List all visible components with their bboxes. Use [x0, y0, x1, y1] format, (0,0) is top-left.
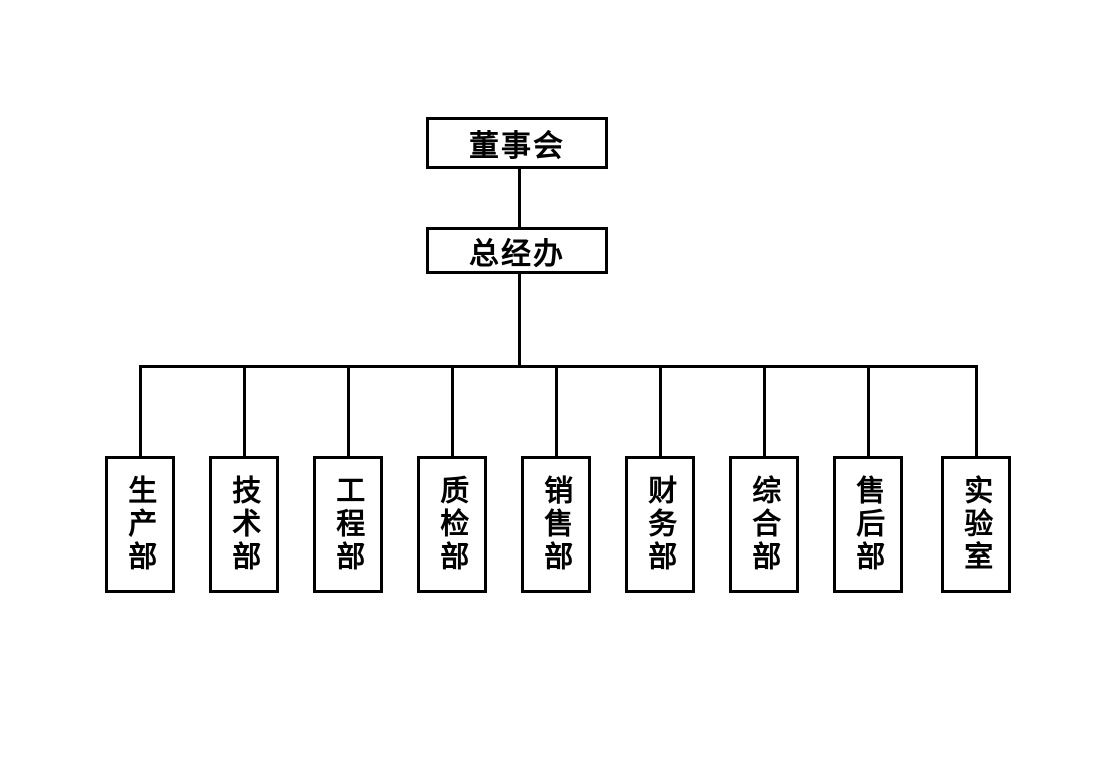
connector-drop-2	[243, 365, 246, 456]
connector-drop-4	[451, 365, 454, 456]
connector-drop-7	[763, 365, 766, 456]
node-board-label: 董事会	[469, 129, 565, 164]
node-department-1[interactable]: 生产部	[105, 456, 175, 593]
node-department-1-label: 生产部	[123, 475, 158, 574]
connector-drop-3	[347, 365, 350, 456]
node-department-5[interactable]: 销售部	[521, 456, 591, 593]
connector-board-to-gm	[518, 169, 521, 227]
node-department-2[interactable]: 技术部	[209, 456, 279, 593]
node-department-9-label: 实验室	[959, 475, 994, 574]
node-department-3[interactable]: 工程部	[313, 456, 383, 593]
node-department-4[interactable]: 质检部	[417, 456, 487, 593]
node-department-4-label: 质检部	[435, 475, 470, 574]
node-department-2-label: 技术部	[227, 475, 262, 574]
node-department-3-label: 工程部	[331, 475, 366, 574]
connector-horizontal-bus	[139, 365, 978, 368]
connector-drop-1	[139, 365, 142, 456]
node-department-5-label: 销售部	[539, 475, 574, 574]
node-department-9[interactable]: 实验室	[941, 456, 1011, 593]
node-department-8-label: 售后部	[851, 475, 886, 574]
node-board-of-directors[interactable]: 董事会	[426, 117, 608, 169]
node-gm-label: 总经办	[469, 236, 565, 272]
connector-drop-5	[555, 365, 558, 456]
connector-drop-9	[975, 365, 978, 456]
node-department-6-label: 财务部	[643, 475, 678, 574]
node-department-7[interactable]: 综合部	[729, 456, 799, 593]
node-general-manager-office[interactable]: 总经办	[426, 227, 608, 274]
connector-gm-to-bus	[518, 274, 521, 365]
node-department-7-label: 综合部	[747, 475, 782, 574]
connector-drop-6	[659, 365, 662, 456]
node-department-8[interactable]: 售后部	[833, 456, 903, 593]
node-department-6[interactable]: 财务部	[625, 456, 695, 593]
connector-drop-8	[867, 365, 870, 456]
